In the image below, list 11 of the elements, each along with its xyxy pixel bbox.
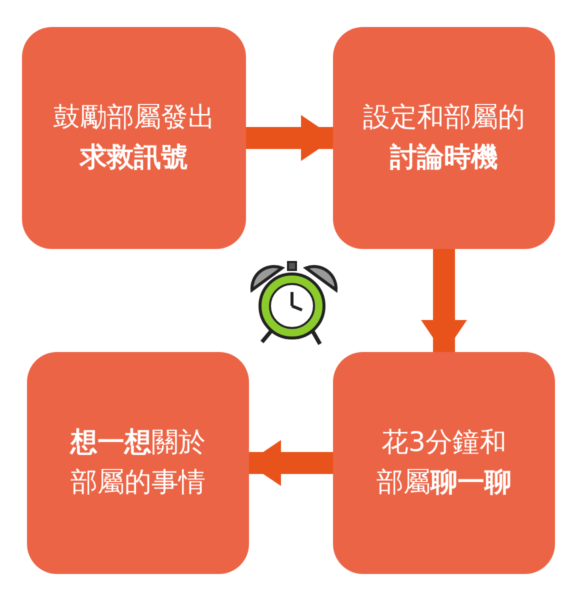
step-box (22, 27, 246, 249)
step-box (27, 352, 249, 574)
step-text: 花3分鐘和部屬聊一聊 (376, 426, 512, 500)
step-text: 鼓勵部屬發出求救訊號 (52, 100, 216, 175)
arrow (421, 249, 467, 354)
step-text: 想一想關於部屬的事情 (68, 426, 206, 500)
step-box (333, 27, 555, 249)
step-box (333, 352, 555, 574)
step-text: 設定和部屬的討論時機 (362, 100, 526, 175)
arrow (247, 440, 333, 486)
arrow (246, 115, 335, 161)
